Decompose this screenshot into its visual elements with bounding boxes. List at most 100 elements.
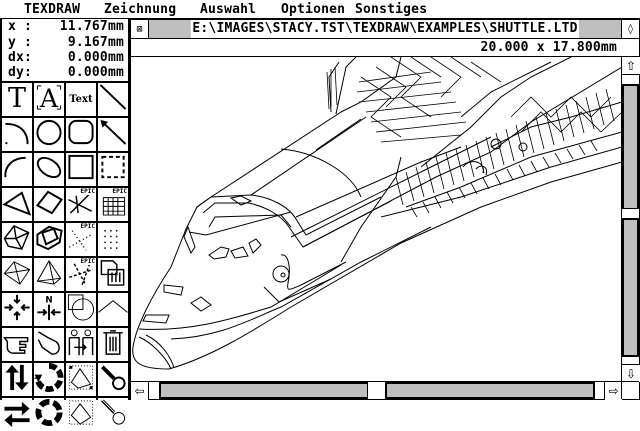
tool-circle[interactable] [34,118,64,151]
dot-grid-icon [98,223,128,256]
tool-rounded-rect[interactable] [66,118,96,151]
tool-swap-people[interactable] [66,328,96,361]
center-arrows-icon [2,293,32,326]
tool-square[interactable] [66,153,96,186]
tool-rotate[interactable] [34,363,64,396]
tool-copy-to-bin[interactable] [98,258,128,291]
menu-sonstiges[interactable]: Sonstiges [355,2,428,17]
tool-square-circle[interactable] [66,293,96,326]
epic-grid-icon [98,188,128,221]
tool-triangle[interactable] [2,188,32,221]
menu-auswahl[interactable]: Auswahl [200,2,257,17]
epic-lines-icon [66,188,96,221]
tool-arc[interactable] [2,118,32,151]
window-title-bar[interactable]: ⊠ E:\IMAGES\STACY.TST\TEXDRAW\EXAMPLES\S… [131,20,639,39]
select-polygon-icon [66,363,96,396]
tool-zigzag[interactable] [98,293,128,326]
tool-epic-dotted[interactable]: EPIC [66,223,96,256]
scroll-right-button[interactable]: ⇨ [604,382,622,400]
coordinate-panel: x :11.767mm y :9.167mm dx:0.000mm dy:0.0… [0,19,130,83]
line-icon [98,83,128,116]
horizontal-scrollbar[interactable]: ⇦ ⇨ [131,381,622,400]
vertical-scrollbar[interactable]: ⇧ ⇩ [621,57,640,383]
shuttle-drawing [132,57,622,370]
copy-to-bin-icon [98,258,128,291]
coord-label: dx: [8,50,33,65]
menu-texdraw[interactable]: TEXDRAW [24,2,81,17]
tool-dot-grid[interactable] [98,223,128,256]
tool-key[interactable] [98,363,128,396]
epic-badge: EPIC [112,188,127,195]
horizontal-scroll-thumb[interactable] [368,382,386,399]
epic-badge: EPIC [80,188,95,195]
zigzag-icon [98,293,128,326]
tool-swap-vertical[interactable] [2,363,32,396]
rotate-icon [34,363,64,396]
tool-cube-hollow[interactable] [34,223,64,256]
tool-text-framed-a[interactable]: A [34,83,64,116]
grab-hand-icon [34,328,64,361]
vertical-track-upper[interactable] [622,84,639,210]
tool-ellipse[interactable] [34,153,64,186]
square-circle-icon [66,293,96,326]
cube-hollow-icon [34,223,64,256]
elliptic-arc-icon [2,153,32,186]
menu-zeichnung[interactable]: Zeichnung [104,2,177,17]
menu-optionen[interactable]: Optionen [281,2,346,17]
scroll-down-button[interactable]: ⇩ [622,364,640,382]
fullsize-icon: ◊ [627,23,634,35]
drawing-canvas[interactable] [131,57,622,383]
key-icon [98,363,128,396]
trash-icon [98,328,128,361]
tool-text-label[interactable]: Text [66,83,96,116]
scroll-up-button[interactable]: ⇧ [622,57,640,75]
rotated-rect-icon [34,188,64,221]
tool-line[interactable] [98,83,128,116]
tool-swap-horizontal[interactable] [2,398,32,431]
select-polygon-dotted-icon [66,398,96,431]
vertical-scroll-thumb[interactable] [622,209,639,219]
coord-y: y :9.167mm [2,35,128,51]
arrow-down-icon: ⇩ [625,366,637,381]
svg-text:N: N [45,296,52,306]
tool-text-serif-t[interactable]: T [2,83,32,116]
size-box[interactable] [621,381,639,399]
tool-select-polygon-dotted[interactable] [66,398,96,431]
tool-pointing-hand[interactable] [2,328,32,361]
tool-epic-lines[interactable]: EPIC [66,188,96,221]
tool-elliptic-arc[interactable] [2,153,32,186]
coord-value: 9.167mm [67,35,124,50]
arrow-up-icon: ⇧ [625,58,637,73]
arrow-line-icon [98,118,128,151]
arc-icon [2,118,32,151]
fullsize-button[interactable]: ◊ [621,20,639,38]
coord-dx: dx:0.000mm [2,50,128,66]
close-button[interactable]: ⊠ [131,20,149,38]
tool-key-outline[interactable] [98,398,128,431]
tool-rotated-rect[interactable] [34,188,64,221]
tool-dashed-square[interactable] [98,153,128,186]
square-icon [66,153,96,186]
tool-north-arrows[interactable]: N [34,293,64,326]
tool-cube[interactable] [2,223,32,256]
tool-trash[interactable] [98,328,128,361]
tool-pyramid-tall[interactable] [34,258,64,291]
horizontal-track-right[interactable] [385,382,595,399]
tool-rotate-alt[interactable] [34,398,64,431]
drawing-window: ⊠ E:\IMAGES\STACY.TST\TEXDRAW\EXAMPLES\S… [130,19,640,400]
tool-epic-grid[interactable]: EPIC [98,188,128,221]
coord-label: x : [8,19,33,34]
arrow-left-icon: ⇦ [134,384,145,398]
tool-grab-hand[interactable] [34,328,64,361]
vertical-track-lower[interactable] [622,218,639,357]
dashed-square-icon [98,153,128,186]
tool-epic-dashed[interactable]: EPIC [66,258,96,291]
tool-select-polygon[interactable] [66,363,96,396]
horizontal-track-left[interactable] [159,382,369,399]
tool-center-arrows[interactable] [2,293,32,326]
tool-arrow-line[interactable] [98,118,128,151]
rotate-alt-icon [34,398,64,431]
scroll-left-button[interactable]: ⇦ [131,382,149,400]
tool-pyramid[interactable] [2,258,32,291]
